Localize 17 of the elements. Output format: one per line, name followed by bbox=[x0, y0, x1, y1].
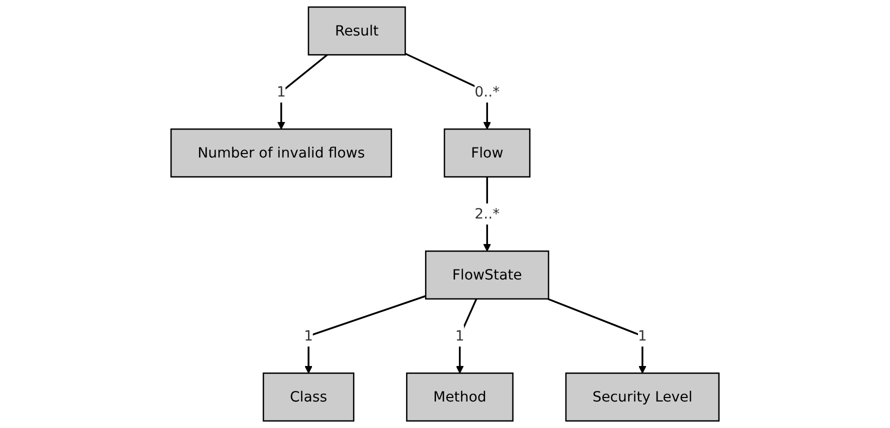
node-box: Class bbox=[262, 372, 354, 422]
node-box: Result bbox=[308, 6, 406, 56]
node-box: FlowState bbox=[425, 250, 550, 300]
arrow bbox=[277, 54, 328, 130]
node-box: Flow bbox=[444, 128, 530, 178]
edge-label: 1 bbox=[276, 83, 286, 100]
edge-label: 2..* bbox=[474, 205, 500, 222]
edge-label: 1 bbox=[638, 327, 647, 344]
edge-label: 1 bbox=[455, 327, 464, 344]
node-box: Security Level bbox=[565, 372, 720, 422]
arrow bbox=[456, 298, 478, 374]
edge-label: 0..* bbox=[474, 83, 500, 100]
edge-label: 1 bbox=[304, 327, 314, 344]
arrow bbox=[304, 295, 426, 374]
node-box: Method bbox=[406, 372, 514, 422]
arrow bbox=[548, 298, 646, 374]
node-box: Number of invalid flows bbox=[170, 128, 392, 178]
